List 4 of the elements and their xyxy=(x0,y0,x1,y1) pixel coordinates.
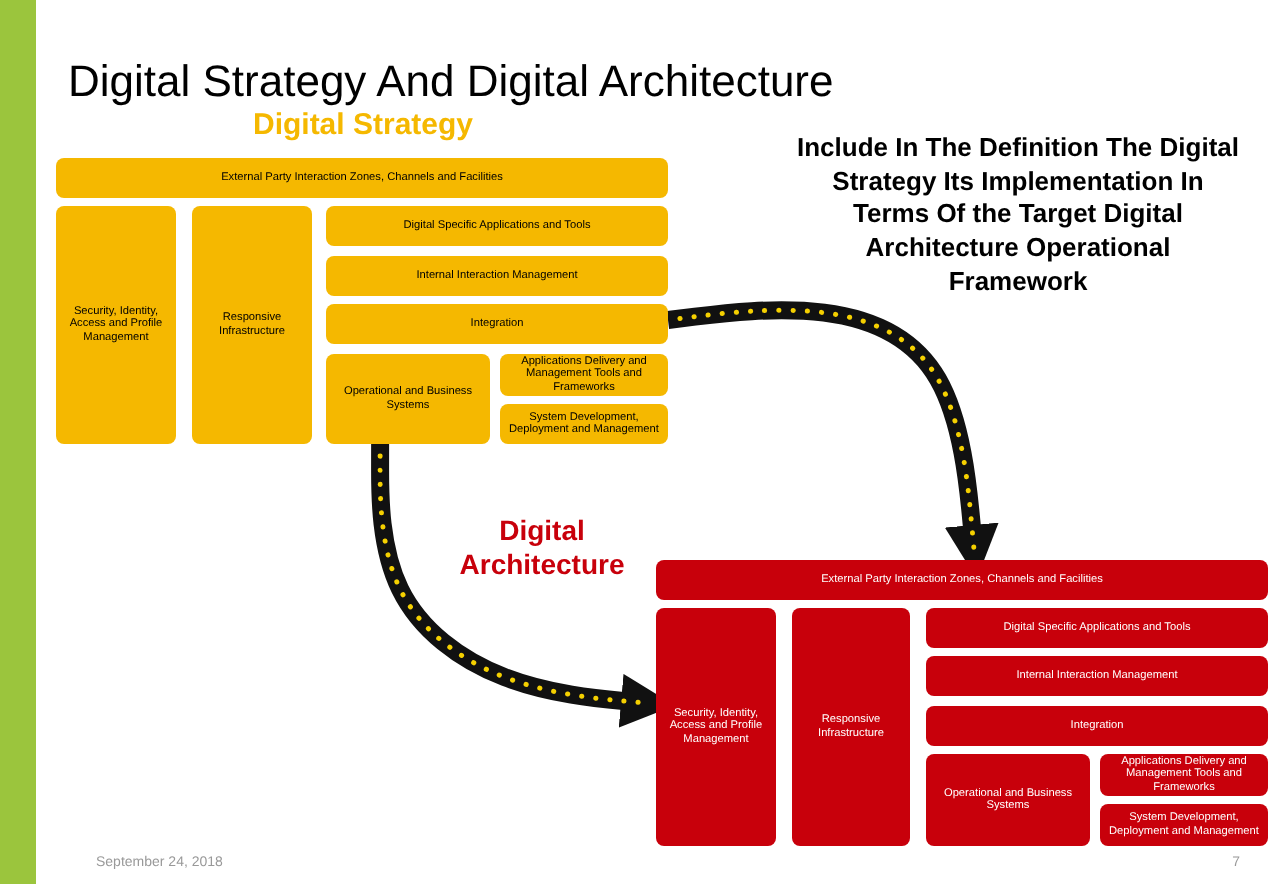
section-heading: Digital Strategy xyxy=(250,108,476,144)
section-heading: Digital Architecture xyxy=(457,514,627,582)
instruction-text: Include In The Definition The Digital Strategy Its Implementation In Terms Of the Target Digital Architecture Operational Framework xyxy=(796,132,1240,299)
slide-title: Digital Strategy And Digital Architecture xyxy=(68,56,834,108)
